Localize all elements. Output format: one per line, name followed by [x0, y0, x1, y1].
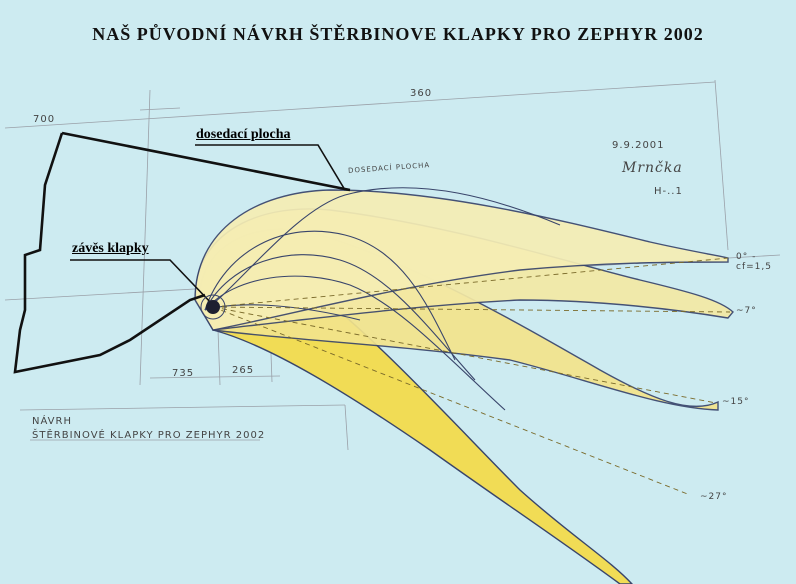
hinge-point — [206, 300, 220, 314]
hinge-ring — [200, 294, 226, 320]
chord-lines — [212, 257, 731, 496]
hinge-leader — [70, 259, 214, 306]
note-line-1: NÁVRH — [32, 416, 72, 427]
dimension-line-360 — [4, 81, 716, 129]
deflection-7-label: ~7° — [736, 306, 757, 316]
dimension-360: 360 — [410, 88, 433, 99]
flap-position-0 — [194, 189, 729, 331]
dimension-735: 735 — [172, 368, 195, 379]
wing-outline — [13, 131, 351, 374]
date-note: 9.9.2001 — [612, 140, 665, 151]
signature: Mrnčka — [622, 160, 683, 176]
hinge-arcs — [204, 187, 561, 411]
dimension-700: 700 — [33, 114, 56, 125]
note-line-2: ŠTĚRBINOVÉ KLAPKY PRO ZEPHYR 2002 — [32, 430, 266, 441]
dimension-265: 265 — [232, 365, 255, 376]
flap-positions — [194, 189, 734, 584]
seat-surface-leader — [195, 144, 346, 191]
leader-lines — [70, 144, 346, 306]
hinge-label: závěs klapky — [72, 241, 149, 256]
seat-surface-label: dosedací plocha — [196, 127, 291, 142]
ref-note: H-..1 — [654, 186, 683, 197]
deflection-27-label: ~27° — [700, 492, 728, 502]
deflection-0-label: 0° - cf=1,5 — [736, 252, 772, 272]
deflection-15-label: ~15° — [722, 397, 750, 407]
page-title: NAŠ PŮVODNÍ NÁVRH ŠTĚRBINOVE KLAPKY PRO … — [92, 24, 704, 44]
